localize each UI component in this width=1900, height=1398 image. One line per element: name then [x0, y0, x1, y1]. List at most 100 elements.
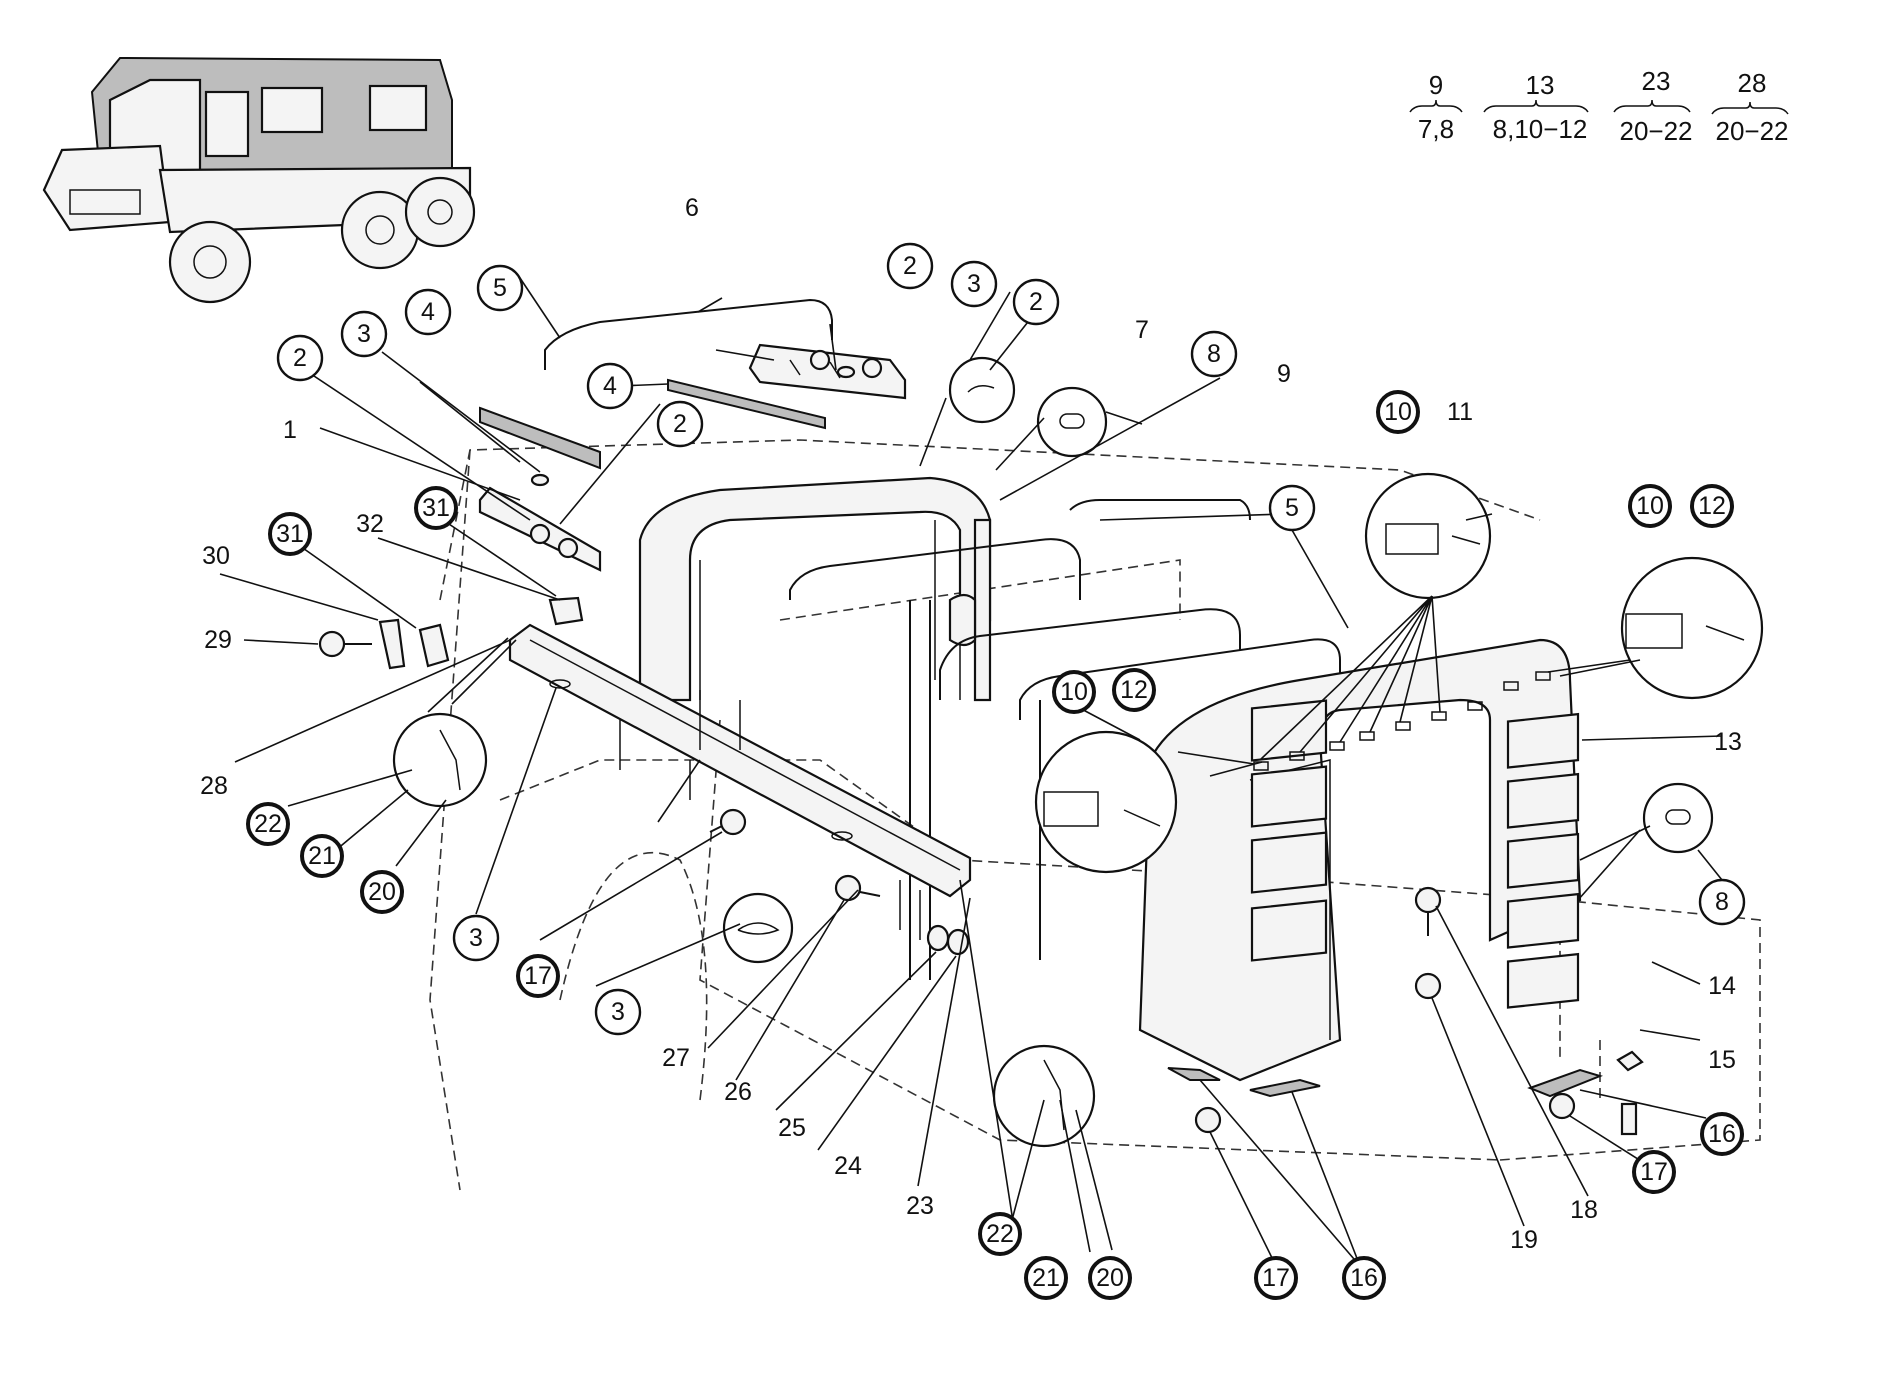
detail-part: [967, 385, 995, 393]
bow-front: [544, 298, 833, 370]
legend: 9 7,8 13 8,10−12 23 20−22 28 20−22: [1409, 66, 1789, 146]
nut: [1414, 972, 1442, 1000]
bolt-shank: [709, 825, 723, 833]
body-outline-mid: [499, 759, 1561, 1060]
svg-text:4: 4: [421, 298, 435, 326]
callout-17: 17: [1254, 1256, 1298, 1300]
svg-text:21: 21: [1032, 1264, 1060, 1292]
rail: [479, 406, 601, 470]
callout-20: 20: [1088, 1256, 1132, 1300]
callout-17: 17: [1632, 1150, 1676, 1194]
panel-flap: [1250, 831, 1328, 894]
svg-text:12: 12: [1698, 492, 1726, 520]
legend-parts: 20−22: [1619, 116, 1692, 146]
callout-4: 4: [586, 362, 634, 410]
callout-23: 23: [906, 1192, 934, 1220]
svg-text:31: 31: [276, 520, 304, 548]
svg-text:10: 10: [1060, 678, 1088, 706]
vehicle-grille: [69, 189, 141, 215]
body-outline-bench: [779, 559, 1181, 621]
callout-5: 5: [476, 264, 524, 312]
vehicle-thumbnail: [42, 56, 476, 304]
callout-10: 10: [1376, 390, 1420, 434]
svg-text:22: 22: [986, 1220, 1014, 1248]
svg-text:16: 16: [1708, 1120, 1736, 1148]
callout-22: 22: [246, 802, 290, 846]
svg-text:2: 2: [673, 410, 687, 438]
callout-3: 3: [340, 310, 388, 358]
detail-view-20-22: [392, 712, 488, 808]
panel-flap: [1506, 712, 1580, 769]
panel-flap: [1250, 765, 1328, 828]
callout-2: 2: [1012, 278, 1060, 326]
callout-20: 20: [360, 870, 404, 914]
bow: [789, 538, 1081, 600]
washer: [836, 365, 856, 379]
callout-29: 29: [204, 626, 232, 654]
detail-part: [1059, 413, 1085, 429]
callout-22: 22: [978, 1212, 1022, 1256]
callout-19: 19: [1510, 1226, 1538, 1254]
panel-flap: [1506, 832, 1580, 889]
side-rail-bracket: [699, 690, 741, 750]
callout-5: 5: [1268, 484, 1316, 532]
callout-31: 31: [268, 512, 312, 556]
callout-24: 24: [834, 1152, 862, 1180]
callout-13: 13: [1714, 728, 1742, 756]
callout-14: 14: [1708, 972, 1736, 1000]
svg-text:3: 3: [967, 270, 981, 298]
detail-part: [1451, 535, 1481, 545]
svg-text:10: 10: [1384, 398, 1412, 426]
clamp: [418, 623, 450, 668]
callout-10: 10: [1628, 484, 1672, 528]
bolt: [719, 808, 747, 836]
callouts: 6 7 9 11 13 14 15 18 19 23 24 25 26 27 2…: [200, 194, 1746, 1300]
bolt: [1194, 1106, 1222, 1134]
detail-part: [1385, 523, 1439, 555]
bolt: [809, 349, 831, 371]
callout-4: 4: [404, 288, 452, 336]
svg-text:3: 3: [357, 320, 371, 348]
callout-21: 21: [1024, 1256, 1068, 1300]
vehicle-wheel: [404, 176, 476, 248]
bolt-shank: [859, 891, 881, 897]
vehicle-hub: [427, 199, 453, 225]
bracket: [748, 343, 907, 400]
svg-text:12: 12: [1120, 676, 1148, 704]
bow: [939, 608, 1241, 700]
callout-8: 8: [1190, 330, 1238, 378]
grommet: [549, 679, 571, 689]
callout-16: 16: [1700, 1112, 1744, 1156]
callout-16: 16: [1342, 1256, 1386, 1300]
bolt: [834, 874, 862, 902]
svg-text:8: 8: [1207, 340, 1221, 368]
detail-view-7: [948, 356, 1016, 424]
vehicle-window: [368, 84, 428, 132]
bow: [1019, 638, 1341, 720]
callout-9: 9: [1277, 360, 1291, 388]
front-frame-detail: [699, 520, 961, 700]
callout-2: 2: [276, 334, 324, 382]
legend-assembly: 23: [1642, 66, 1671, 96]
callout-31: 31: [414, 486, 458, 530]
legend-brace: [1711, 101, 1789, 115]
callout-2: 2: [886, 242, 934, 290]
callout-17: 17: [516, 954, 560, 998]
svg-text:2: 2: [293, 344, 307, 372]
detail-part: [737, 922, 780, 935]
legend-parts: 7,8: [1418, 114, 1454, 144]
vehicle-door: [204, 90, 250, 158]
detail-view-10-11: [1364, 472, 1492, 600]
panel-flap: [1250, 899, 1328, 962]
legend-assembly: 13: [1526, 70, 1555, 100]
callout-7: 7: [1135, 316, 1149, 344]
vehicle-hub: [365, 215, 395, 245]
callout-3: 3: [452, 914, 500, 962]
svg-text:2: 2: [1029, 288, 1043, 316]
callout-28: 28: [200, 772, 228, 800]
frame-window: [948, 593, 977, 647]
clamp: [548, 596, 584, 626]
washer: [946, 928, 970, 956]
detail-view-10-12: [1620, 556, 1764, 700]
svg-text:17: 17: [524, 962, 552, 990]
